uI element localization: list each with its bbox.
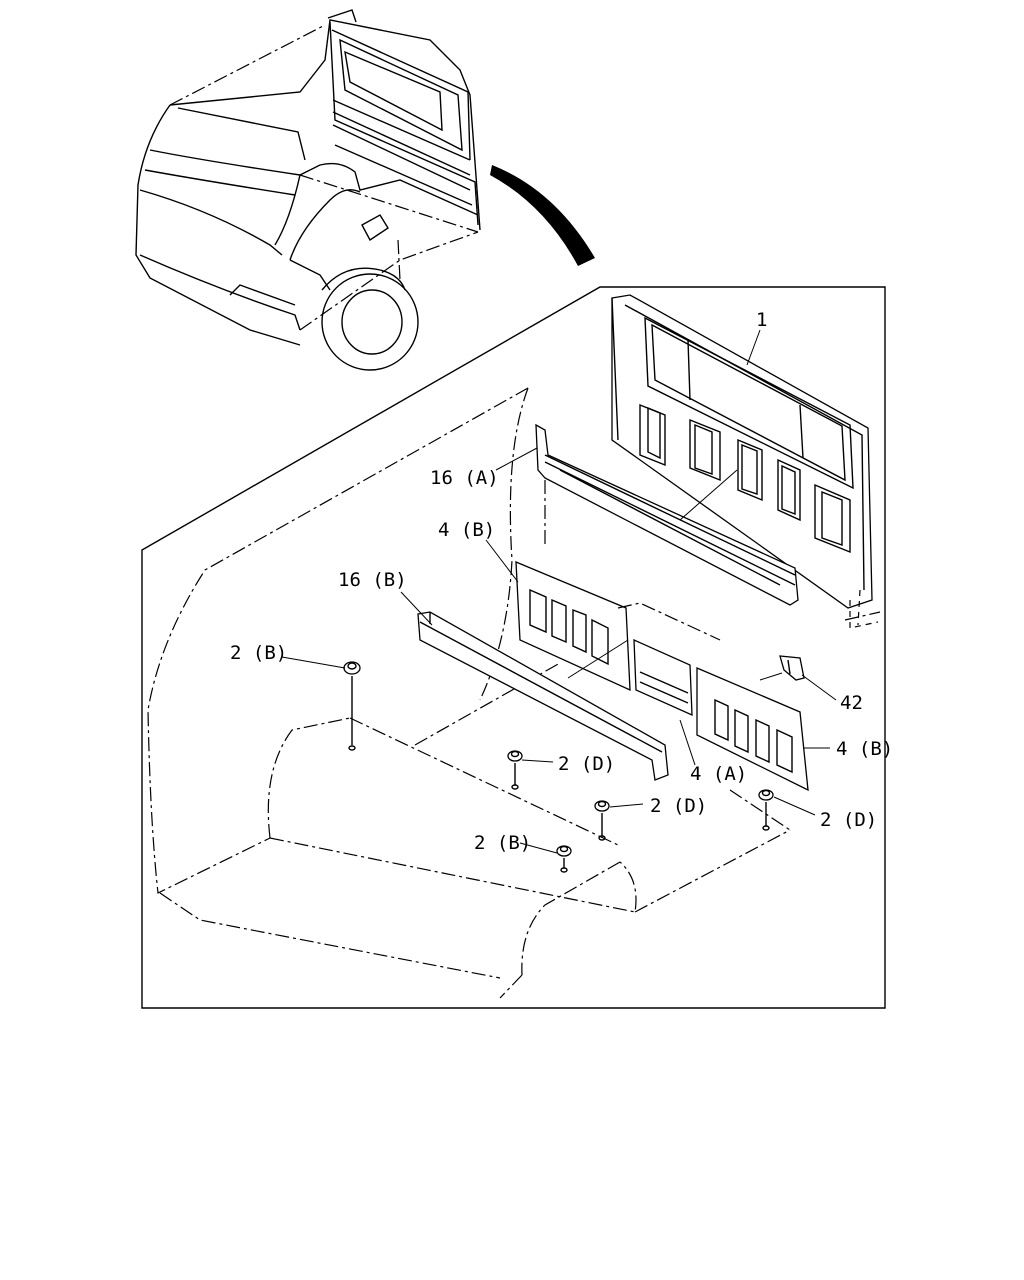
nut-2b-left [343, 661, 361, 751]
callout-part-16a: 16 (A) [430, 467, 499, 489]
panel-part-4a-center [617, 602, 721, 717]
nut-2d-right [758, 789, 774, 831]
callout-part-16b: 16 (B) [338, 569, 407, 591]
callout-part-2d-center: 2 (D) [558, 753, 615, 775]
callout-part-4b-upper: 4 (B) [438, 519, 495, 541]
nut-2b-bottom [556, 845, 572, 873]
clip-part-42 [779, 655, 805, 681]
callout-part-4b-right: 4 (B) [836, 738, 893, 760]
nut-2d-center [507, 750, 523, 790]
callout-part-2d-mid: 2 (D) [650, 795, 707, 817]
callout-part-2d-right: 2 (D) [820, 809, 877, 831]
callout-part-2b-bottom: 2 (B) [474, 832, 531, 854]
detail-frame [141, 286, 886, 1009]
leader-lines [281, 329, 837, 854]
callout-part-42: 42 [840, 692, 863, 714]
panel-part-4b-left [515, 561, 631, 692]
panel-part-4b-right [696, 667, 809, 792]
callout-part-4a: 4 (A) [690, 763, 747, 785]
rear-panel-part-1 [611, 294, 879, 629]
truck-cab-overview [135, 9, 595, 371]
callout-part-1: 1 [756, 309, 767, 331]
nut-2d-mid [594, 800, 610, 841]
callout-part-2b-left: 2 (B) [230, 642, 287, 664]
rail-part-16b [417, 611, 669, 781]
rail-part-16a [535, 423, 799, 606]
